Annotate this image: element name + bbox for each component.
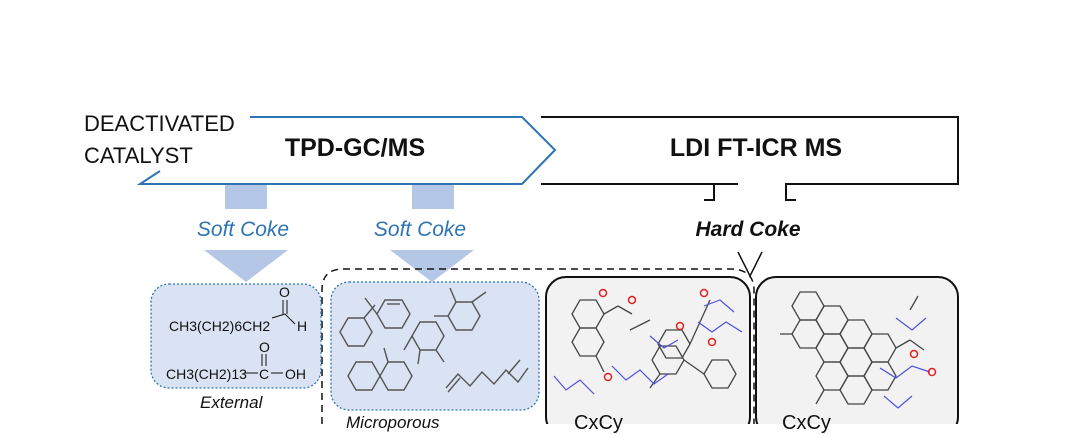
block-arrow-2-stem bbox=[412, 185, 454, 209]
dashed-group-border bbox=[321, 268, 755, 424]
soft-coke-label-2: Soft Coke bbox=[373, 218, 467, 241]
soft-coke-label-1: Soft Coke bbox=[196, 218, 290, 241]
tpd-gcms-title: TPD-GC/MS bbox=[284, 134, 426, 162]
tpd-gcms-arrow bbox=[136, 116, 557, 185]
microporous-caption: Microporous bbox=[346, 413, 440, 432]
hard-coke-overlay-2 bbox=[879, 317, 931, 409]
hard-coke-box-1 bbox=[545, 276, 751, 424]
diagram-canvas bbox=[136, 116, 959, 424]
hard-coke-molecule-1 bbox=[571, 299, 737, 389]
hard-coke-pointer bbox=[737, 251, 763, 278]
aldehyde-formula: CH3(CH2)6CH2 bbox=[169, 318, 270, 334]
acid-c: C bbox=[259, 366, 270, 382]
block-arrow-1-stem bbox=[225, 185, 267, 209]
block-arrow-1-head bbox=[204, 250, 288, 282]
deactivated-label-line1: DEACTIVATED bbox=[84, 111, 235, 136]
microporous-molecules bbox=[339, 287, 529, 393]
ldi-ftirms-title: LDI FT-ICR MS bbox=[669, 134, 843, 162]
acid-formula-main: CH3(CH2)13 bbox=[166, 366, 247, 382]
aldehyde-h: H bbox=[297, 318, 308, 334]
hard-coke-oxygens-2 bbox=[909, 349, 937, 377]
acid-o: O bbox=[259, 339, 270, 355]
deactivated-label-line2: CATALYST bbox=[84, 143, 193, 168]
hard-coke-molecule-2 bbox=[780, 291, 925, 405]
external-caption: External bbox=[200, 393, 263, 412]
hard-coke-box-2 bbox=[755, 276, 959, 424]
block-arrow-2-head bbox=[390, 250, 474, 282]
microporous-box bbox=[330, 281, 540, 411]
acid-oh: OH bbox=[285, 366, 306, 382]
hard-coke-label: Hard Coke bbox=[695, 218, 801, 241]
ldi-ftirms-callout bbox=[541, 116, 959, 201]
external-box bbox=[150, 283, 322, 389]
hard-coke-overlay-1 bbox=[553, 299, 743, 395]
deactivated-catalyst-label: DEACTIVATED CATALYST bbox=[84, 108, 254, 172]
hard-coke-oxygens-1 bbox=[598, 288, 717, 382]
aldehyde-o: O bbox=[279, 284, 290, 300]
aldehyde-formula-main: CH3(CH2)6CH2 bbox=[169, 318, 271, 334]
